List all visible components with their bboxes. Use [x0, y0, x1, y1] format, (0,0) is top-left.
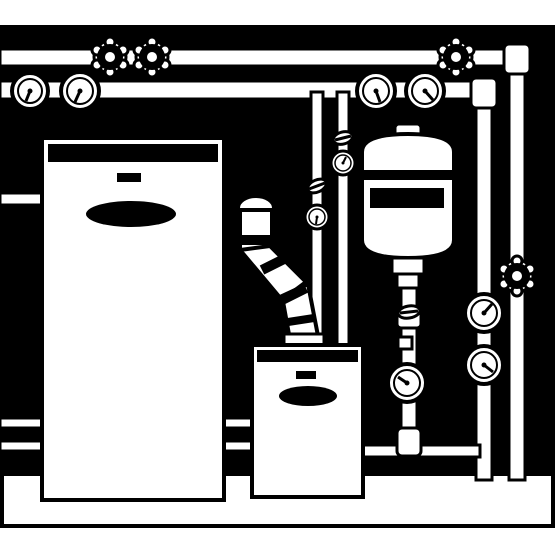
pipe-elbow-top-right	[502, 42, 532, 76]
ball-valve	[396, 304, 422, 320]
pressure-gauge	[329, 149, 357, 177]
small-boiler-vent	[296, 371, 316, 379]
large-boiler-window	[86, 201, 176, 227]
handwheel-valve	[132, 35, 172, 79]
handwheel-valve	[436, 35, 476, 79]
flue-pipe	[236, 194, 326, 352]
pressure-gauge	[303, 203, 331, 231]
pressure-gauge	[404, 70, 446, 112]
large-boiler-top-panel	[48, 144, 218, 162]
small-boiler-window	[279, 386, 337, 406]
pressure-gauge	[10, 71, 50, 111]
pressure-gauge	[463, 292, 505, 334]
pipe-elbow-right	[469, 76, 499, 110]
pressure-gauge	[355, 70, 397, 112]
ball-valve	[331, 130, 355, 146]
pipe-network	[0, 47, 527, 482]
tank-label-slot	[370, 188, 444, 208]
pressure-gauge	[59, 70, 101, 112]
pipe-riser-right	[474, 90, 494, 482]
pressure-gauge	[463, 344, 505, 386]
handwheel-valve	[497, 254, 537, 298]
pressure-gauge	[386, 362, 428, 404]
handwheel-valve	[90, 35, 130, 79]
large-boiler	[40, 136, 226, 502]
pipe-coupling-tank-bottom	[395, 426, 423, 458]
large-boiler-vent	[117, 173, 141, 182]
ball-valve	[396, 335, 414, 351]
small-boiler-top-panel	[257, 350, 358, 362]
small-boiler	[250, 343, 365, 499]
tank-band	[362, 170, 454, 180]
ball-valve	[306, 177, 328, 195]
expansion-tank	[360, 122, 456, 290]
